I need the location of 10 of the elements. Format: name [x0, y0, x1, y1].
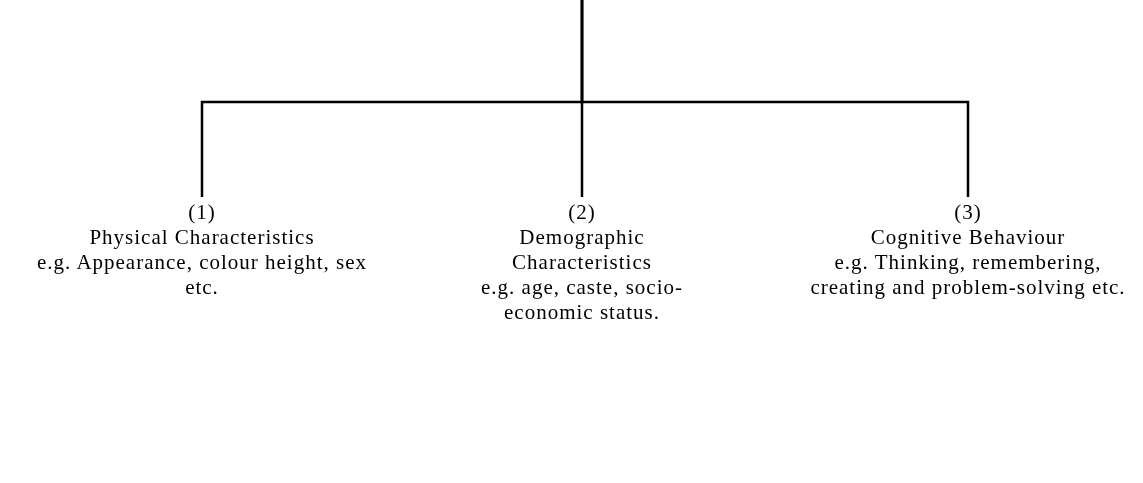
- example-text: e.g. Appearance, colour height, sex etc.: [35, 250, 369, 300]
- example-text: e.g. age, caste, socio-economic status.: [480, 275, 684, 325]
- connector-line: [580, 0, 970, 197]
- example-text: e.g. Thinking, remembering, creating and problem-solving etc.: [809, 250, 1127, 300]
- category-title: Physical Characteristics: [88, 225, 316, 250]
- number-label: (2): [567, 200, 597, 225]
- number-label: (1): [187, 200, 217, 225]
- number-label: (3): [953, 200, 983, 225]
- category-title: Cognitive Behaviour: [869, 225, 1067, 250]
- category-title: Demographic Characteristics: [511, 225, 653, 275]
